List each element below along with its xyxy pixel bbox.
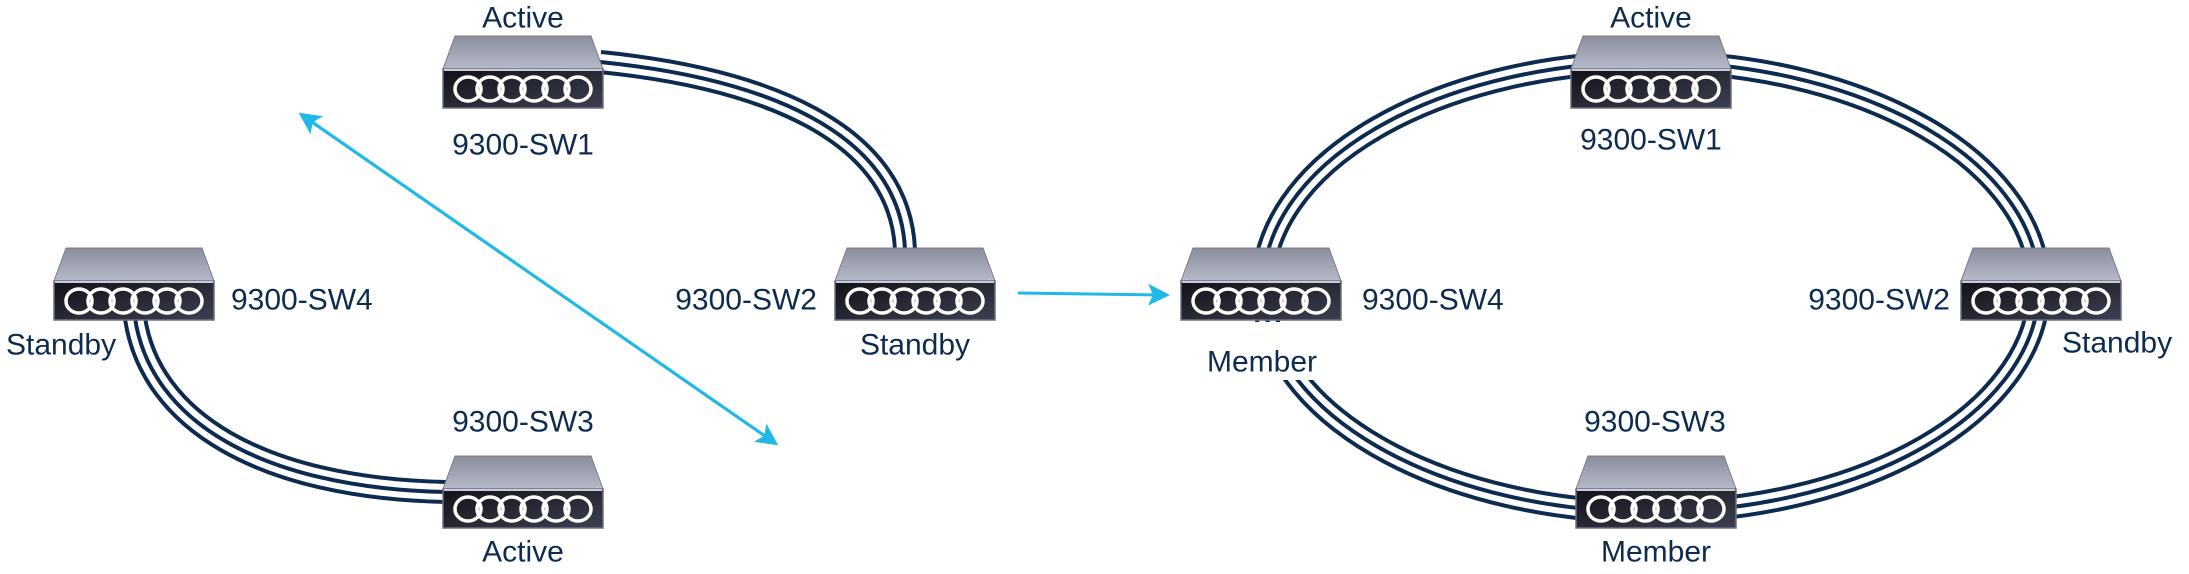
left-sw1-name: 9300-SW1 (452, 129, 594, 162)
switch-icon-right-sw4 (1179, 246, 1343, 322)
right-sw1-name: 9300-SW1 (1580, 124, 1722, 157)
switch-icon-left-sw1 (441, 34, 605, 110)
right-sw4-name: 9300-SW4 (1362, 284, 1504, 317)
right-sw4-role: Member (1207, 346, 1317, 379)
switch-icon-right-sw2 (1959, 246, 2123, 322)
right-sw3-role: Member (1601, 536, 1711, 569)
right-sw2-role: Standby (2062, 327, 2172, 360)
right-sw2-name: 9300-SW2 (1808, 284, 1950, 317)
cable-sw4-sw3-left (123, 316, 447, 504)
left-sw2-name: 9300-SW2 (675, 284, 817, 317)
switch-icon-left-sw2 (833, 246, 997, 322)
swap-arrow-diagonal-back (298, 112, 776, 445)
left-sw2-role: Standby (860, 329, 970, 362)
switch-icon-left-sw4 (52, 246, 216, 322)
left-sw3-name: 9300-SW3 (452, 406, 594, 439)
left-sw3-role: Active (482, 536, 564, 569)
cable-gap (1195, 322, 1315, 380)
right-sw1-role: Active (1610, 2, 1692, 35)
left-sw4-role: Standby (6, 329, 116, 362)
right-sw3-name: 9300-SW3 (1584, 406, 1726, 439)
switch-icon-right-sw1 (1569, 34, 1733, 110)
left-sw1-role: Active (482, 2, 564, 35)
merge-arrow (1017, 283, 1170, 306)
switch-icon-right-sw3 (1574, 454, 1738, 530)
switch-icon-left-sw3 (441, 454, 605, 530)
cable-sw1-sw2-left (598, 50, 917, 251)
left-sw4-name: 9300-SW4 (231, 284, 373, 317)
